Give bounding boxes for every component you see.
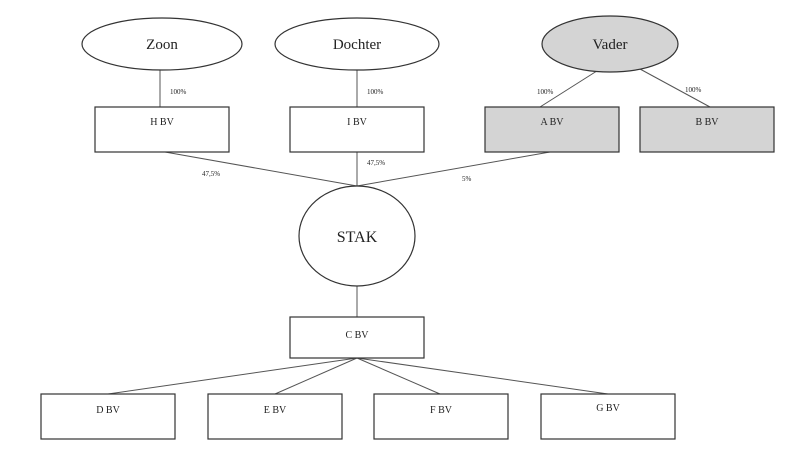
- stak-node: STAK: [298, 185, 416, 287]
- holding-i: I BV: [289, 106, 425, 153]
- line-c-e: [274, 357, 358, 395]
- operating-f-label: F BV: [430, 405, 453, 416]
- holding-h-label: H BV: [150, 117, 174, 128]
- line-c-g: [356, 357, 609, 395]
- holding-a: A BV: [484, 106, 620, 153]
- operating-d-label: D BV: [96, 405, 120, 416]
- operating-e: E BV: [207, 393, 343, 440]
- operating-f-box: [373, 393, 509, 440]
- pct-vader-b: 100%: [685, 86, 702, 94]
- operating-d-box: [40, 393, 176, 440]
- holding-b-box: [639, 106, 775, 153]
- line-c-d: [107, 357, 358, 395]
- holding-b: B BV: [639, 106, 775, 153]
- operating-e-box: [207, 393, 343, 440]
- line-c-f: [356, 357, 441, 395]
- stak-label: STAK: [337, 229, 378, 246]
- shareholder-vader-shape: [541, 15, 679, 73]
- operating-g-label: G BV: [596, 403, 620, 414]
- shareholder-dochter-label: Dochter: [333, 37, 381, 53]
- operating-g: G BV: [540, 393, 676, 440]
- line-h-stak: [164, 151, 358, 187]
- line-a-stak: [356, 151, 551, 187]
- pct-vader-a: 100%: [537, 88, 554, 96]
- operating-g-box: [540, 393, 676, 440]
- holding-h: H BV: [94, 106, 230, 153]
- holding-h-box: [94, 106, 230, 153]
- shareholder-dochter: Dochter: [274, 17, 440, 71]
- operating-c: C BV: [289, 316, 425, 359]
- stak-circle: [298, 185, 416, 287]
- holding-i-label: I BV: [347, 117, 368, 128]
- line-vader-b: [639, 68, 711, 108]
- shareholder-vader-label: Vader: [593, 37, 628, 53]
- shareholder-zoon-shape: [81, 17, 243, 71]
- pct-h-stak: 47,5%: [202, 170, 220, 178]
- operating-d: D BV: [40, 393, 176, 440]
- holding-b-label: B BV: [695, 117, 719, 128]
- shareholder-zoon: Zoon: [81, 17, 243, 71]
- operating-f: F BV: [373, 393, 509, 440]
- operating-e-label: E BV: [264, 405, 287, 416]
- holding-i-box: [289, 106, 425, 153]
- holding-a-box: [484, 106, 620, 153]
- operating-c-box: [289, 316, 425, 359]
- operating-c-label: C BV: [345, 330, 369, 341]
- shareholder-zoon-label: Zoon: [146, 37, 178, 53]
- pct-dochter-i: 100%: [367, 88, 384, 96]
- pct-zoon-h: 100%: [170, 88, 187, 96]
- pct-a-stak: 5%: [462, 175, 472, 183]
- holding-a-label: A BV: [540, 117, 564, 128]
- shareholder-vader: Vader: [541, 15, 679, 73]
- connector-lines: [107, 68, 711, 395]
- shareholder-dochter-shape: [274, 17, 440, 71]
- pct-i-stak: 47,5%: [367, 159, 385, 167]
- line-vader-a: [539, 68, 601, 108]
